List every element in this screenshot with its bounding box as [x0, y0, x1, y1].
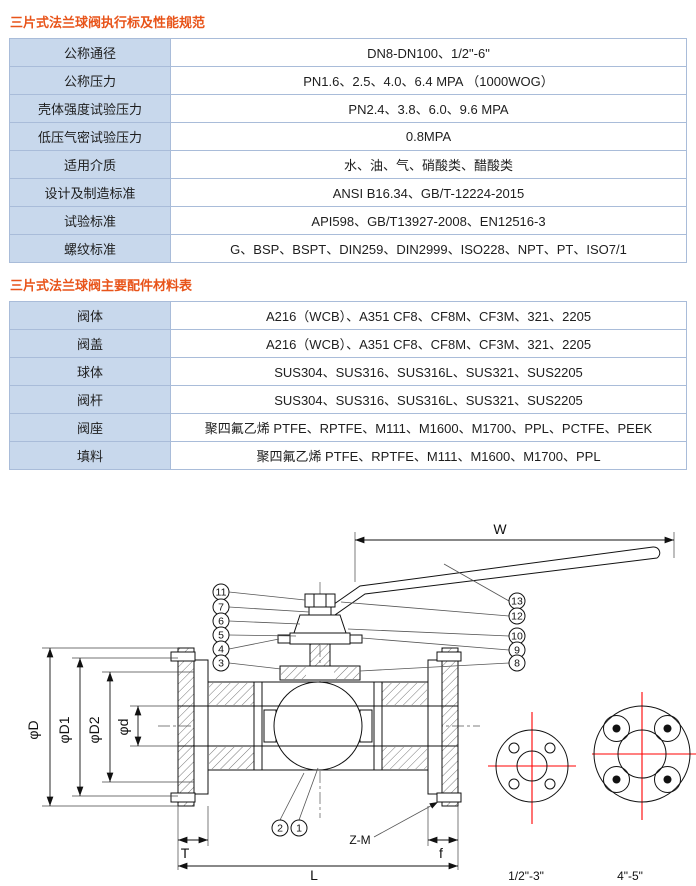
row-label: 设计及制造标准 — [9, 178, 171, 207]
valve-body — [170, 647, 462, 807]
row-value: SUS304、SUS316、SUS316L、SUS321、SUS2205 — [170, 357, 687, 386]
table-row: 球体 SUS304、SUS316、SUS316L、SUS321、SUS2205 — [9, 357, 687, 386]
flange-end-view-small: 1/2"-3" — [488, 712, 576, 882]
callout-number: 12 — [511, 611, 523, 623]
valve-handle — [326, 546, 661, 618]
callout-number: 7 — [218, 602, 224, 614]
table-row: 壳体强度试验压力 PN2.4、3.8、6.0、9.6 MPA — [9, 94, 687, 123]
row-value: SUS304、SUS316、SUS316L、SUS321、SUS2205 — [170, 385, 687, 414]
row-label: 壳体强度试验压力 — [9, 94, 171, 123]
row-value: DN8-DN100、1/2"-6" — [170, 38, 687, 67]
dim-label-phiD1: φD1 — [56, 716, 72, 743]
dim-label-zm: Z-M — [349, 833, 370, 847]
callout-number: 5 — [218, 630, 224, 642]
row-label: 阀座 — [9, 413, 171, 442]
table-row: 设计及制造标准 ANSI B16.34、GB/T-12224-2015 — [9, 178, 687, 207]
row-value: 0.8MPA — [170, 122, 687, 151]
performance-table-title: 三片式法兰球阀执行标及性能规范 — [10, 15, 206, 30]
materials-table-title: 三片式法兰球阀主要配件材料表 — [10, 278, 193, 293]
row-value: G、BSP、BSPT、DIN259、DIN2999、ISO228、NPT、PT、… — [170, 234, 687, 263]
row-value: 聚四氟乙烯 PTFE、RPTFE、M111、M1600、M1700、PPL、PC… — [170, 413, 687, 442]
callout-number: 3 — [218, 658, 224, 670]
row-label: 球体 — [9, 357, 171, 386]
callout-number: 4 — [218, 644, 224, 656]
table-row: 阀体 A216（WCB）、A351 CF8、CF8M、CF3M、321、2205 — [9, 301, 687, 330]
dim-label-phiD: φD — [25, 720, 41, 739]
row-label: 螺纹标准 — [9, 234, 171, 263]
ball — [273, 681, 363, 771]
diameter-dimensions: φD φD1 φD2 φd — [25, 647, 194, 807]
flange-size-label-large: 4"-5" — [617, 869, 643, 882]
callout-number: 11 — [216, 587, 227, 599]
table-row: 阀盖 A216（WCB）、A351 CF8、CF8M、CF3M、321、2205 — [9, 329, 687, 358]
row-label: 公称压力 — [9, 66, 171, 95]
row-value: A216（WCB）、A351 CF8、CF8M、CF3M、321、2205 — [170, 301, 687, 330]
dim-label-t: T — [181, 845, 190, 861]
table-row: 填料 聚四氟乙烯 PTFE、RPTFE、M111、M1600、M1700、PPL — [9, 441, 687, 470]
callouts-bottom: 2 1 — [271, 767, 319, 837]
row-value: 水、油、气、硝酸类、醋酸类 — [170, 150, 687, 179]
flange-size-label-small: 1/2"-3" — [508, 869, 544, 882]
table-row: 阀杆 SUS304、SUS316、SUS316L、SUS321、SUS2205 — [9, 385, 687, 414]
stem-assembly — [277, 593, 363, 681]
table-row: 试验标准 API598、GB/T13927-2008、EN12516-3 — [9, 206, 687, 235]
dim-label-phid: φd — [115, 719, 131, 736]
row-value: PN1.6、2.5、4.0、6.4 MPA （1000WOG） — [170, 66, 687, 95]
table-row: 适用介质 水、油、气、硝酸类、醋酸类 — [9, 150, 687, 179]
dim-label-l: L — [310, 867, 318, 882]
valve-drawing-section: W — [8, 506, 696, 882]
row-label: 阀盖 — [9, 329, 171, 358]
bottom-dimensions: T f L Z-M — [177, 801, 459, 882]
callout-number: 2 — [277, 823, 283, 835]
row-label: 填料 — [9, 441, 171, 470]
callout-number: 13 — [511, 596, 523, 608]
row-label: 适用介质 — [9, 150, 171, 179]
table-row: 低压气密试验压力 0.8MPA — [9, 122, 687, 151]
row-label: 阀杆 — [9, 385, 171, 414]
callouts-left: 11 7 6 5 4 3 — [212, 583, 310, 672]
performance-table: 公称通径 DN8-DN100、1/2"-6" 公称压力 PN1.6、2.5、4.… — [9, 38, 687, 263]
callout-number: 9 — [514, 645, 520, 657]
row-label: 公称通径 — [9, 38, 171, 67]
row-value: A216（WCB）、A351 CF8、CF8M、CF3M、321、2205 — [170, 329, 687, 358]
table-row: 阀座 聚四氟乙烯 PTFE、RPTFE、M111、M1600、M1700、PPL… — [9, 413, 687, 442]
dimension-w: W — [354, 521, 675, 582]
row-value: PN2.4、3.8、6.0、9.6 MPA — [170, 94, 687, 123]
row-label: 阀体 — [9, 301, 171, 330]
row-label: 低压气密试验压力 — [9, 122, 171, 151]
dim-label-f: f — [439, 845, 443, 861]
callout-number: 1 — [296, 823, 302, 835]
table-row: 公称压力 PN1.6、2.5、4.0、6.4 MPA （1000WOG） — [9, 66, 687, 95]
table-row: 公称通径 DN8-DN100、1/2"-6" — [9, 38, 687, 67]
callout-number: 6 — [218, 616, 224, 628]
callout-number: 8 — [514, 658, 520, 670]
flange-end-view-large: 4"-5" — [592, 692, 696, 882]
valve-technical-drawing: W — [25, 521, 696, 882]
callouts-right: 13 12 10 9 8 — [340, 563, 526, 672]
dim-label-w: W — [493, 521, 507, 537]
table-row: 螺纹标准 G、BSP、BSPT、DIN259、DIN2999、ISO228、NP… — [9, 234, 687, 263]
callout-number: 10 — [511, 631, 523, 643]
row-value: 聚四氟乙烯 PTFE、RPTFE、M111、M1600、M1700、PPL — [170, 441, 687, 470]
row-value: API598、GB/T13927-2008、EN12516-3 — [170, 206, 687, 235]
materials-table: 阀体 A216（WCB）、A351 CF8、CF8M、CF3M、321、2205… — [9, 301, 687, 470]
row-value: ANSI B16.34、GB/T-12224-2015 — [170, 178, 687, 207]
row-label: 试验标准 — [9, 206, 171, 235]
dim-label-phiD2: φD2 — [86, 716, 102, 743]
